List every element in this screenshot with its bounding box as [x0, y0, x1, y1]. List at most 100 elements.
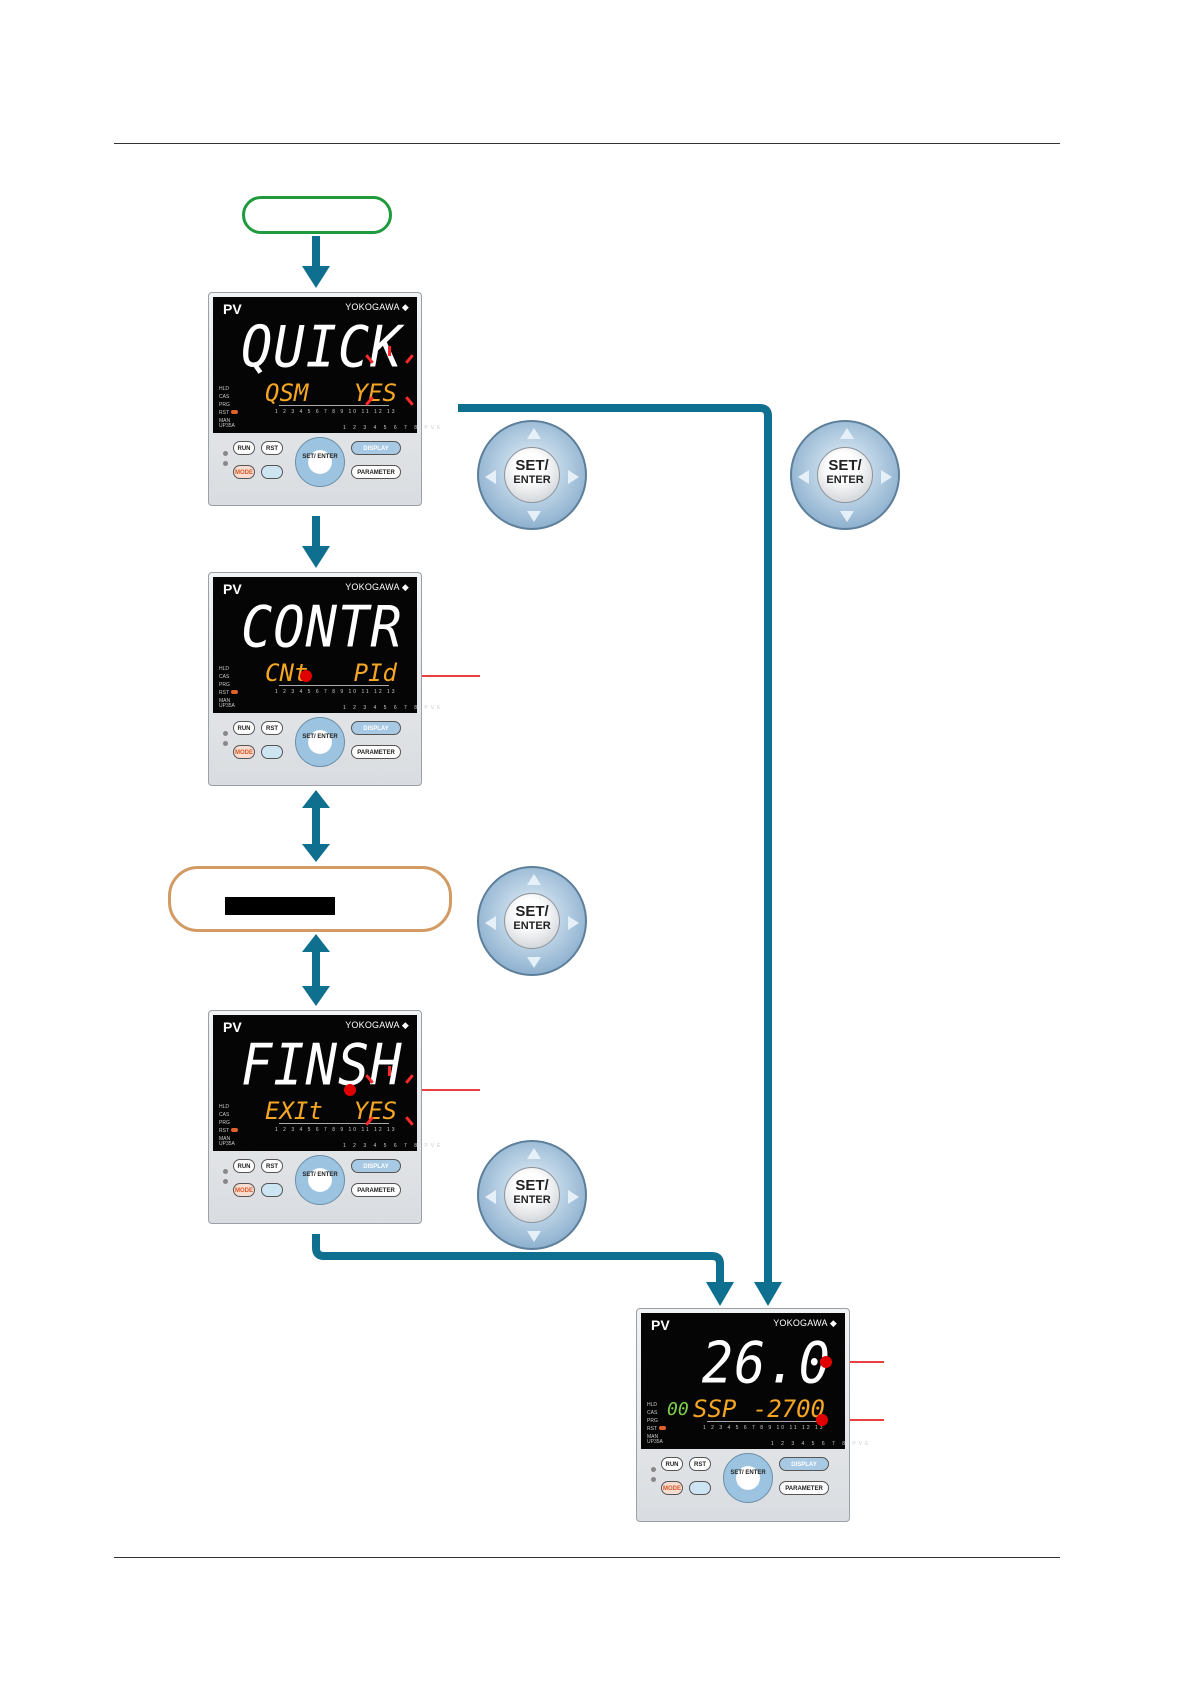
set-enter-key[interactable]: SET/ENTER: [477, 1140, 587, 1250]
set-enter-key[interactable]: SET/ENTER: [477, 866, 587, 976]
rst-lamp: [231, 1128, 238, 1132]
status-labels: HLD CAS PRG RST MAN: [219, 386, 231, 424]
dial-label: SET/ ENTER: [302, 734, 338, 740]
display-button[interactable]: DISPLAY: [351, 721, 401, 735]
model-label: UP35A: [219, 703, 235, 709]
key-center: SET/ENTER: [504, 447, 560, 503]
blink-mark: [388, 1066, 391, 1076]
key-label-set: SET/: [515, 457, 549, 474]
dial-label: SET/ ENTER: [730, 1470, 766, 1476]
right-arrow-icon: [881, 470, 892, 484]
key-center: SET/ENTER: [504, 893, 560, 949]
led-indicator: [651, 1467, 656, 1472]
brand-logo: YOKOGAWA ◆: [345, 302, 409, 312]
pv-label: PV: [651, 1317, 670, 1333]
fn-button[interactable]: FN: [261, 745, 283, 759]
rst-lamp: [659, 1426, 666, 1430]
display-button[interactable]: DISPLAY: [351, 441, 401, 455]
up-arrow-icon: [527, 1148, 541, 1159]
set-enter-dial[interactable]: SET/ ENTER: [295, 1155, 345, 1205]
mode-button[interactable]: MODE: [233, 745, 255, 759]
fn-button[interactable]: FN: [689, 1481, 711, 1495]
sub-display-right: YES: [353, 379, 397, 407]
mode-button[interactable]: MODE: [661, 1481, 683, 1495]
parameter-button[interactable]: PARAMETER: [779, 1481, 829, 1495]
key-label-enter: ENTER: [826, 474, 864, 486]
down-arrow-icon: [840, 511, 854, 522]
up-arrow-icon: [527, 428, 541, 439]
key-label-set: SET/: [828, 457, 862, 474]
lcd-display: PV YOKOGAWA ◆ QUICK HLD CAS PRG RST MAN …: [213, 297, 440, 433]
brand-logo: YOKOGAWA ◆: [345, 1020, 409, 1030]
rst-button[interactable]: RST: [261, 1159, 283, 1173]
pve-ticks: 1 2 3 4 5 6 7 8 PVE: [771, 1441, 872, 1447]
pv-label: PV: [223, 1019, 242, 1035]
set-enter-dial[interactable]: SET/ ENTER: [295, 717, 345, 767]
left-arrow-icon: [485, 1190, 496, 1204]
brand-logo: YOKOGAWA ◆: [345, 582, 409, 592]
led-indicator: [651, 1477, 656, 1482]
main-display: QUICK: [241, 315, 403, 381]
callout-dot: [344, 1084, 356, 1096]
segment-ticks: 1 2 3 4 5 6 7 8 9 10 11 12 13 14 15 16: [703, 1425, 823, 1431]
display-button[interactable]: DISPLAY: [351, 1159, 401, 1173]
display-button[interactable]: DISPLAY: [779, 1457, 829, 1471]
key-label-enter: ENTER: [513, 1194, 551, 1206]
time-scale: [279, 685, 389, 686]
pv-label: PV: [223, 301, 242, 317]
rst-button[interactable]: RST: [261, 441, 283, 455]
set-enter-dial[interactable]: SET/ ENTER: [295, 437, 345, 487]
parameter-button[interactable]: PARAMETER: [351, 745, 401, 759]
mode-button[interactable]: MODE: [233, 1183, 255, 1197]
right-arrow-icon: [568, 470, 579, 484]
run-button[interactable]: RUN: [233, 721, 255, 735]
set-enter-key[interactable]: SET/ENTER: [477, 420, 587, 530]
left-arrow-icon: [798, 470, 809, 484]
run-button[interactable]: RUN: [233, 1159, 255, 1173]
main-display: 26.0: [701, 1331, 831, 1397]
sub-display-left: QSM: [265, 379, 309, 407]
sub-display-left: EXIt: [265, 1097, 323, 1125]
arrow-finsh-to-run: [312, 1234, 724, 1282]
left-arrow-icon: [485, 470, 496, 484]
sub-display-left: SSP: [693, 1395, 737, 1423]
fn-button[interactable]: FN: [261, 1183, 283, 1197]
run-button[interactable]: RUN: [233, 441, 255, 455]
model-label: UP35A: [647, 1439, 663, 1445]
main-display: FINSH: [241, 1033, 403, 1099]
model-label: UP35A: [219, 1141, 235, 1147]
pve-ticks: 1 2 3 4 5 6 7 8 PVE: [343, 705, 444, 711]
start-box: [242, 196, 392, 234]
blink-mark: [388, 346, 391, 356]
set-enter-dial[interactable]: SET/ ENTER: [723, 1453, 773, 1503]
run-button[interactable]: RUN: [661, 1457, 683, 1471]
rst-button[interactable]: RST: [689, 1457, 711, 1471]
lcd-display: PV YOKOGAWA ◆ FINSH HLD CAS PRG RST MAN …: [213, 1015, 440, 1151]
dial-label: SET/ ENTER: [302, 1172, 338, 1178]
parameter-button[interactable]: PARAMETER: [351, 1183, 401, 1197]
led-indicator: [223, 731, 228, 736]
rst-lamp: [231, 410, 238, 414]
rst-button[interactable]: RST: [261, 721, 283, 735]
settings-box: [168, 866, 452, 932]
callout-dot: [816, 1414, 828, 1426]
mode-button[interactable]: MODE: [233, 465, 255, 479]
fn-button[interactable]: FN: [261, 465, 283, 479]
callout-dot: [300, 670, 312, 682]
right-arrow-icon: [568, 1190, 579, 1204]
brand-logo: YOKOGAWA ◆: [773, 1318, 837, 1328]
sub-display-right: PId: [353, 659, 397, 687]
dial-label: SET/ ENTER: [302, 454, 338, 460]
controller-finsh: PV YOKOGAWA ◆ FINSH HLD CAS PRG RST MAN …: [208, 1010, 440, 1224]
arrow-quick-to-run: [458, 404, 772, 1282]
up-arrow-icon: [840, 428, 854, 439]
set-enter-key[interactable]: SET/ENTER: [790, 420, 900, 530]
pve-ticks: 1 2 3 4 5 6 7 8 PVE: [343, 425, 444, 431]
controller-run: PV YOKOGAWA ◆ 26.0 HLD CAS PRG RST MAN 0…: [636, 1308, 868, 1522]
top-rule: [114, 143, 1060, 144]
parameter-button[interactable]: PARAMETER: [351, 465, 401, 479]
controller-quick: PV YOKOGAWA ◆ QUICK HLD CAS PRG RST MAN …: [208, 292, 440, 506]
segment-ticks: 1 2 3 4 5 6 7 8 9 10 11 12 13 14 15 16: [275, 409, 395, 415]
down-arrow-icon: [527, 957, 541, 968]
